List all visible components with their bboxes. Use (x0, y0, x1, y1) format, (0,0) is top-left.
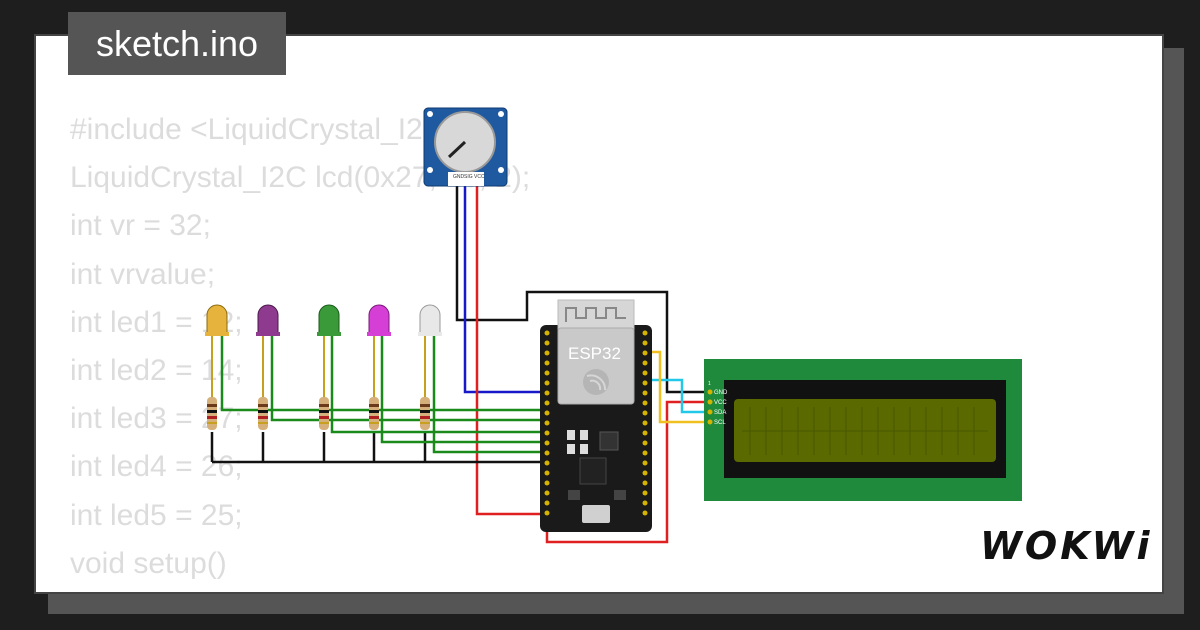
led-5[interactable] (418, 304, 442, 336)
lcd-pins (707, 389, 713, 425)
wires (210, 182, 710, 544)
resistor (319, 397, 329, 430)
code-line: int vr = 32; (70, 209, 211, 243)
usb-port (582, 505, 610, 523)
wokwi-logo: WOKWi (980, 524, 1153, 568)
boot-button[interactable] (614, 490, 626, 500)
wire-lcd-scl (647, 350, 710, 424)
preview-card: #include <LiquidCrystal_I2C.h>LiquidCrys… (34, 34, 1164, 594)
board-pins (544, 330, 648, 516)
code-line: int led4 = 26; (70, 450, 243, 484)
pot-pin-label: GND (453, 174, 465, 180)
led-legs (211, 334, 426, 397)
pot-pin-label: SIG (464, 174, 473, 180)
lcd-pin-label: GND (714, 390, 728, 396)
en-button[interactable] (568, 490, 580, 500)
regulator-chip (599, 431, 619, 451)
wire-led5 (432, 335, 547, 454)
potentiometer[interactable]: GND SIG VCC (423, 107, 508, 187)
wire-gnd (455, 182, 710, 394)
lcd-display[interactable]: 1 GND VCC SDA SCL (704, 359, 1022, 501)
lcd-pin-label: SCL (714, 420, 726, 426)
resistor (369, 397, 379, 430)
board-label: ESP32 (568, 344, 621, 363)
esp32-board[interactable]: ESP32 (540, 299, 652, 532)
led-1[interactable] (205, 304, 229, 336)
wire-led3 (330, 335, 547, 434)
code-line: int led3 = 27; (70, 402, 243, 436)
pot-pin-label: VCC (474, 174, 485, 180)
led-4[interactable] (367, 304, 391, 336)
circuit-diagram: GND SIG VCC ESP32 (205, 107, 1022, 544)
code-line: void setup() (70, 546, 227, 580)
code-editor: #include <LiquidCrystal_I2C.h>LiquidCrys… (70, 106, 530, 592)
lcd-pin-label: SDA (714, 410, 726, 416)
esp32-module (557, 327, 635, 405)
usb-uart-chip (579, 457, 607, 485)
led-3[interactable] (317, 304, 341, 336)
wire-lcd-sda (645, 378, 710, 414)
lcd-cell-grid (742, 407, 988, 455)
wire-led4 (380, 335, 547, 444)
wire-led2 (270, 335, 547, 422)
wire-pot-vcc (475, 182, 547, 516)
resistors (207, 397, 430, 430)
wire-pot-signal (463, 182, 547, 394)
leds (205, 304, 442, 336)
file-tab[interactable]: sketch.ino (68, 12, 286, 75)
lcd-pin-number: 1 (708, 381, 711, 387)
code-line: int vrvalue; (70, 257, 216, 291)
led-2[interactable] (256, 304, 280, 336)
lcd-pin-label: VCC (714, 400, 727, 406)
code-line: int led5 = 25; (70, 498, 243, 532)
wire-led1 (220, 335, 547, 412)
resistor (207, 397, 217, 430)
resistor (420, 397, 430, 430)
resistor (258, 397, 268, 430)
